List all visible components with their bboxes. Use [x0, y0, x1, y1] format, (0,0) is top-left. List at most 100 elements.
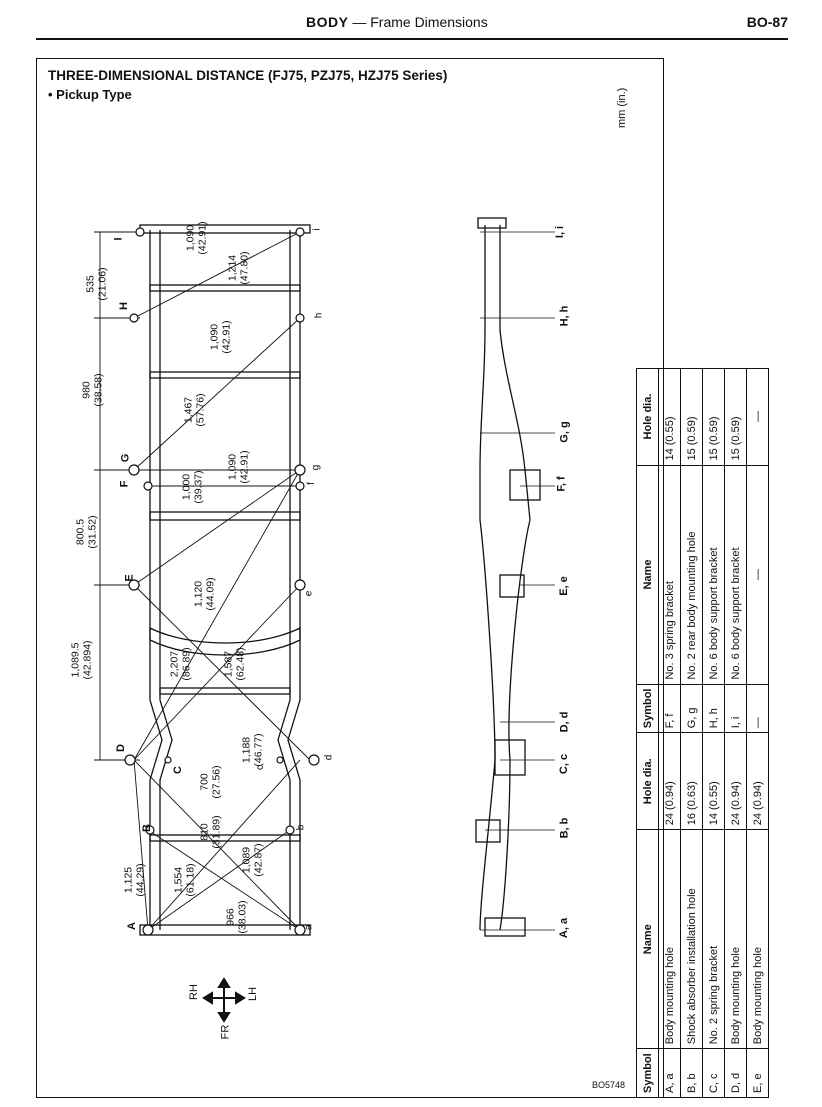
dim-value: 1,467	[182, 396, 195, 424]
point-F: F	[118, 480, 131, 488]
figure-title: THREE-DIMENSIONAL DISTANCE (FJ75, PZJ75,…	[48, 68, 448, 83]
dim-inch: (57.76)	[194, 393, 207, 427]
dim-inch: (38.03)	[236, 900, 249, 934]
crossmember-3	[149, 511, 301, 521]
cell-symbol: F, f	[658, 684, 681, 733]
point-H: H	[117, 302, 130, 310]
table-row: E, e Body mounting hole 24 (0.94) — — —	[746, 368, 769, 1098]
cell-symbol: H, h	[702, 684, 725, 733]
dim-value: 800.5	[74, 518, 87, 546]
side-frame	[475, 217, 541, 937]
dim-value: 1,090	[184, 224, 197, 252]
plan-frame	[139, 224, 311, 936]
cell-hole: —	[746, 368, 769, 466]
symbol-table: Symbol Name Hole dia. Symbol Name Hole d…	[636, 368, 769, 1098]
point-A: A	[125, 922, 138, 930]
cell-name: No. 6 body support bracket	[702, 465, 725, 685]
dim-1089: 1,089(42.87)	[241, 843, 265, 876]
dim-inch: (38.58)	[92, 373, 105, 407]
side-label-h: H, h	[558, 305, 571, 327]
dim-2207: 2,207(86.89)	[169, 647, 193, 680]
dim-966: 966(38.03)	[225, 900, 249, 933]
dim-1120: 1,120(44.09)	[193, 577, 217, 610]
mount-points	[124, 227, 320, 936]
dim-value: 2,207	[168, 650, 181, 678]
dim-1467: 1,467(57.76)	[183, 393, 207, 426]
col-hole-2: Hole dia.	[636, 368, 659, 466]
cell-hole: 24 (0.94)	[658, 732, 681, 830]
page-number: BO-87	[746, 14, 788, 30]
point-I: I	[112, 237, 125, 241]
dim-inch: (21.06)	[96, 267, 109, 301]
dim-value: 1,090	[226, 453, 239, 481]
dim-inch: (86.89)	[180, 647, 193, 681]
header-title: BODY — Frame Dimensions	[306, 14, 488, 30]
dim-value: 1,090	[208, 323, 221, 351]
direction-fr: FR	[219, 1024, 232, 1040]
side-ref-lines	[480, 231, 555, 931]
point-g: g	[310, 464, 322, 471]
dim-inch: (42.91)	[238, 450, 251, 484]
page-header: BODY — Frame Dimensions BO-87	[36, 14, 788, 36]
cell-symbol: E, e	[746, 1048, 769, 1098]
side-e-bracket	[499, 574, 525, 598]
side-label-d: D, d	[558, 711, 571, 733]
rear-crossmember	[139, 224, 311, 234]
dim-980: 980(38.58)	[81, 373, 105, 406]
side-label-a: A, a	[558, 917, 571, 939]
side-rear-bracket	[477, 217, 507, 229]
crossmember-1	[149, 284, 301, 292]
rh-rail-inner	[159, 230, 173, 930]
crossmember-4	[149, 626, 301, 656]
dim-1090-b: 1,090(42.91)	[209, 320, 233, 353]
dim-value: 1,214	[226, 254, 239, 282]
dim-inch: (42.87)	[252, 843, 265, 877]
dim-1000: 1,000(39.37)	[181, 470, 205, 503]
dim-value: 1,587	[222, 650, 235, 678]
cell-symbol: C, c	[702, 1048, 725, 1098]
dim-800-5: 800.5(31.52)	[75, 515, 99, 548]
point-E: E	[123, 574, 136, 582]
direction-arrows	[202, 977, 246, 1023]
cell-name: No. 6 body support bracket	[724, 465, 747, 685]
dim-inch: (42.91)	[196, 221, 209, 255]
side-rail-top	[479, 225, 496, 931]
table-row: D, d Body mounting hole 24 (0.94) I, i N…	[724, 368, 747, 1098]
side-label-e: E, e	[557, 576, 570, 596]
cell-name: —	[746, 465, 769, 685]
side-shock-bracket	[475, 819, 501, 843]
side-label-g: G, g	[558, 421, 571, 443]
col-name: Name	[636, 829, 659, 1049]
cell-symbol: G, g	[680, 684, 703, 733]
header-rule	[36, 38, 788, 40]
cell-hole: 15 (0.59)	[724, 368, 747, 466]
point-D: D	[114, 744, 127, 752]
dim-inch: (42.91)	[220, 320, 233, 354]
cell-name: Shock absorber installation hole	[680, 829, 703, 1049]
cell-hole: 24 (0.94)	[724, 732, 747, 830]
crossmember-2	[149, 371, 301, 379]
figure-frame	[36, 58, 664, 1098]
dim-inch: (47.80)	[238, 251, 251, 285]
dim-value: 1,125	[122, 866, 135, 894]
cell-name: Body mounting hole	[724, 829, 747, 1049]
direction-rh: RH	[187, 984, 200, 1000]
dim-810: 810(31.89)	[199, 815, 223, 848]
dim-value: 1,188	[240, 736, 253, 764]
point-f: f	[305, 482, 317, 485]
dim-1090-c: 1,090(42.91)	[185, 221, 209, 254]
cell-hole: 16 (0.63)	[680, 732, 703, 830]
header-topic: Frame Dimensions	[370, 14, 488, 30]
dim-inch: (31.89)	[210, 815, 223, 849]
point-e: e	[303, 590, 315, 597]
cell-name: Body mounting hole	[746, 829, 769, 1049]
figure-subtitle: • Pickup Type	[48, 87, 132, 102]
dim-value: 1,120	[192, 580, 205, 608]
dim-1090-a: 1,090(42.91)	[227, 450, 251, 483]
cell-hole: 15 (0.59)	[680, 368, 703, 466]
dim-value: 810	[198, 823, 211, 841]
dim-inch: (31.52)	[86, 515, 99, 549]
point-i: i	[311, 228, 323, 231]
dim-value: 1,089.5	[69, 642, 82, 678]
